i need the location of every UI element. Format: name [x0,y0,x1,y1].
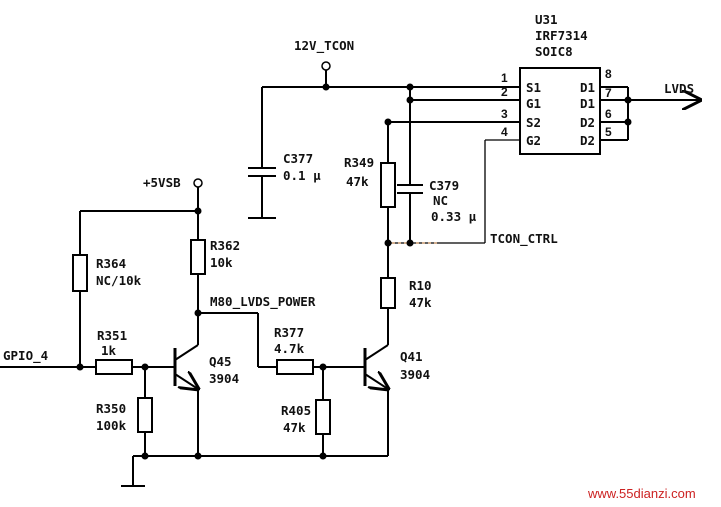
r349-ref: R349 [344,155,374,170]
q45-value: 3904 [209,371,239,386]
gpio4-label: GPIO_4 [3,348,48,364]
r350-ref: R350 [96,401,126,416]
vsb-5v-label: +5VSB [143,175,181,190]
resistor-r351 [95,359,133,375]
r362-value: 10k [210,255,233,270]
u31-pin7-name: D1 [580,96,595,111]
u31-pin5-name: D2 [580,133,595,148]
net-s2-node [387,121,520,163]
u31-pin5-num: 5 [605,125,612,139]
resistor-r377 [276,359,314,375]
r10-value: 47k [409,295,432,310]
r350-value: 100k [96,418,127,433]
resistor-r350 [137,397,153,433]
u31-pin3-name: S2 [526,115,541,130]
junction-dots [76,83,632,460]
vsb-5v-terminal [193,178,203,188]
q45-ref: Q45 [209,354,232,369]
u31-pin2-name: G1 [526,96,541,111]
watermark: www.55dianzi.com [587,486,696,501]
c377-value: 0.1 μ [283,168,321,183]
u31-pin7-num: 7 [605,86,612,100]
r349-value: 47k [346,174,369,189]
r377-value: 4.7k [274,341,305,356]
u31-pin8-name: D1 [580,80,595,95]
lvds-label: LVDS [664,81,694,96]
r364-value: NC/10k [96,273,142,288]
resistor-r362 [190,239,206,275]
r351-value: 1k [101,343,117,358]
ground-rail [121,455,388,487]
net-m80-lvds-power [198,312,277,368]
r405-value: 47k [283,420,306,435]
tcon-12v-terminal [321,61,331,71]
capacitor-c377 [248,167,276,219]
transistor-q45 [173,344,198,456]
net-12v-tcon [261,61,520,168]
tcon-12v-label: 12V_TCON [294,38,354,54]
ic-u31 [519,67,629,155]
resistor-r364 [72,254,88,292]
r377-ref: R377 [274,325,304,340]
r10-ref: R10 [409,278,432,293]
u31-pin1-name: S1 [526,80,541,95]
resistor-r349 [380,162,396,208]
c377-ref: C377 [283,151,313,166]
q41-ref: Q41 [400,349,423,364]
u31-pin4-num: 4 [501,125,508,139]
u31-ref: U31 [535,12,558,27]
r405-ref: R405 [281,403,311,418]
resistor-r10 [380,277,396,309]
c379-value: NC [433,193,448,208]
resistor-r405 [315,399,331,435]
u31-part: IRF7314 [535,28,588,43]
u31-pin8-num: 8 [605,67,612,81]
m80-lvds-power-label: M80_LVDS_POWER [210,294,316,310]
u31-pin6-num: 6 [605,107,612,121]
capacitor-c379 [397,184,423,243]
u31-package: SOIC8 [535,44,573,59]
q41-value: 3904 [400,367,430,382]
net-5vsb [79,187,199,255]
c379-value2: 0.33 μ [431,209,477,224]
transistor-q41 [363,344,388,456]
u31-pin3-num: 3 [501,107,508,121]
r351-ref: R351 [97,328,127,343]
c379-ref: C379 [429,178,459,193]
u31-pin6-name: D2 [580,115,595,130]
r362-ref: R362 [210,238,240,253]
u31-pin2-num: 2 [501,85,508,99]
r364-ref: R364 [96,256,126,271]
tcon-ctrl-label: TCON_CTRL [490,231,558,247]
u31-pin4-name: G2 [526,133,541,148]
u31-pin1-num: 1 [501,71,508,85]
